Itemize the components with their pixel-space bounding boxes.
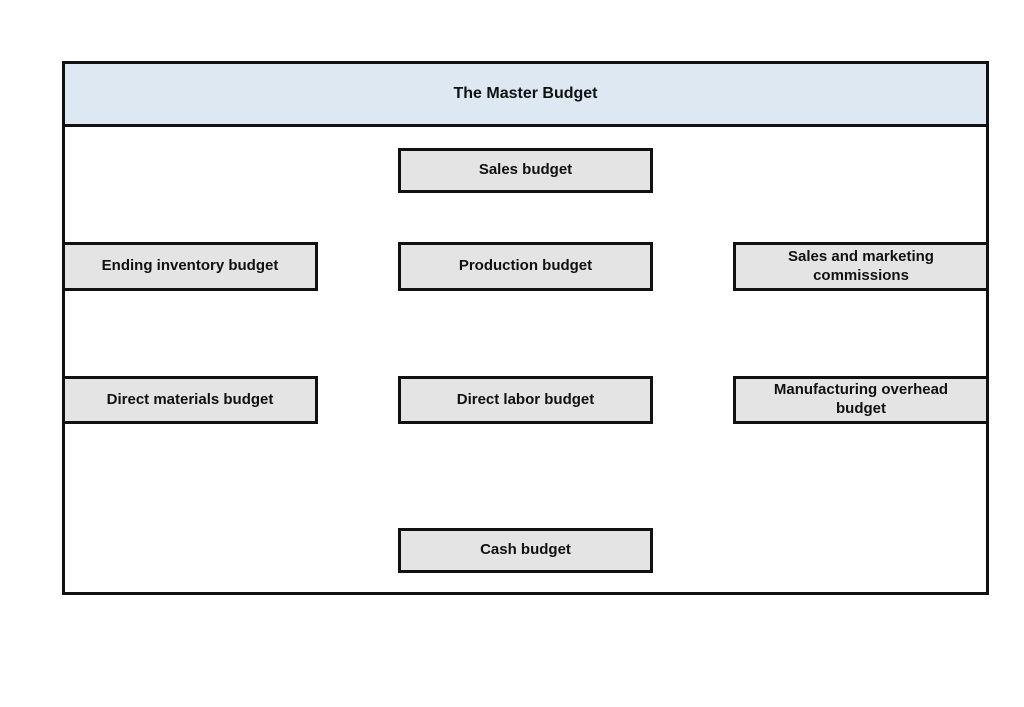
node-sales-budget: Sales budget (398, 148, 653, 193)
node-ending-inventory-budget: Ending inventory budget (62, 242, 318, 291)
node-direct-labor-budget: Direct labor budget (398, 376, 653, 424)
diagram-title: The Master Budget (65, 64, 986, 127)
node-direct-materials-budget: Direct materials budget (62, 376, 318, 424)
node-sales-and-marketing-commissions: Sales and marketing commissions (733, 242, 989, 291)
diagram-outer-frame: The Master Budget (62, 61, 989, 595)
node-cash-budget: Cash budget (398, 528, 653, 573)
node-production-budget: Production budget (398, 242, 653, 291)
node-manufacturing-overhead-budget: Manufacturing overhead budget (733, 376, 989, 424)
